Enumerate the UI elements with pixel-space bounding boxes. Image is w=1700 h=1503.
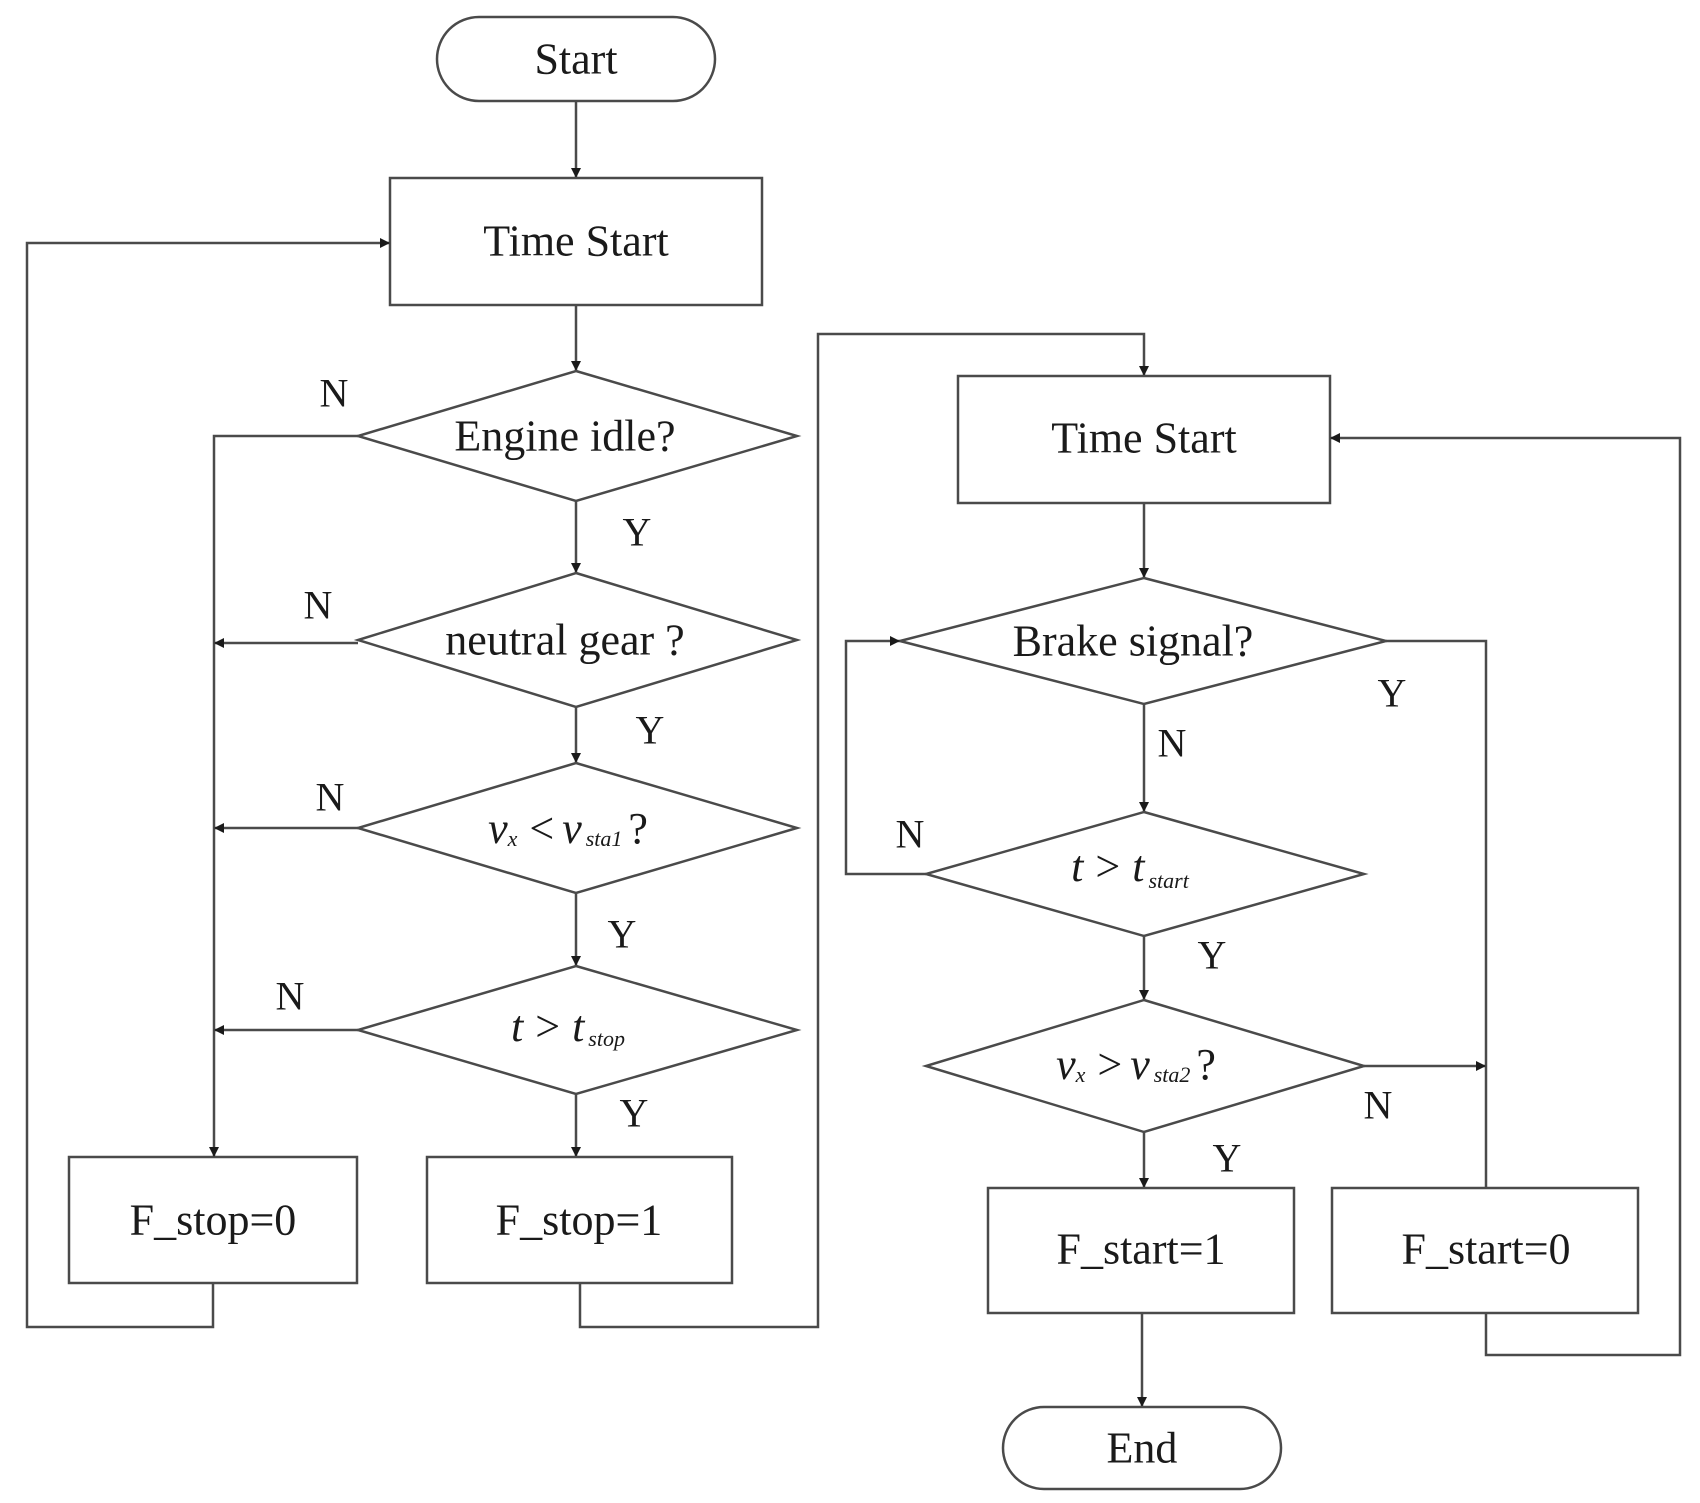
tstop-op: >	[535, 1002, 560, 1051]
vx-gt-v2: v	[1130, 1040, 1150, 1089]
connector-tstart-no	[844, 636, 926, 876]
vx-lt-sub: sta1	[586, 826, 623, 851]
engine-idle-label: Engine idle?	[454, 412, 675, 461]
f-start-0-box	[1330, 1186, 1640, 1315]
vx-lt-v2: v	[562, 804, 582, 853]
vx-lt-op: <	[529, 804, 554, 853]
f-start-1-box	[986, 1186, 1296, 1315]
tstop-t2: t	[572, 1002, 586, 1051]
t-gt-tstart-decision	[921, 810, 1369, 938]
connector-fstart0-loop	[1330, 433, 1682, 1357]
f-stop-1-box	[425, 1155, 734, 1285]
tstart-yes-label: Y	[1198, 933, 1227, 978]
engine-no-label: N	[320, 371, 349, 416]
tstart-no-label: N	[896, 812, 925, 857]
vx-lt-q: ?	[628, 804, 648, 853]
neutral-gear-label: neutral gear ?	[445, 616, 684, 665]
tstart-t2: t	[1132, 842, 1146, 891]
vxlt-no-label: N	[316, 775, 345, 820]
f-stop-1-label: F_stop=1	[496, 1196, 663, 1245]
connector-brake-yes	[1386, 639, 1488, 1188]
start-label: Start	[534, 35, 617, 84]
connector-engine-no	[209, 434, 358, 1157]
connector-fstop1-to-right	[578, 332, 1149, 1329]
vx-lt-x: x	[507, 826, 518, 851]
vx-lt-v: v	[488, 804, 508, 853]
end-label: End	[1107, 1424, 1178, 1473]
vx-gt-v: v	[1056, 1040, 1076, 1089]
brake-signal-label: Brake signal?	[1013, 617, 1254, 666]
brake-yes-label: Y	[1378, 671, 1407, 716]
connector-fstop0-loop	[25, 238, 390, 1329]
brake-no-label: N	[1158, 721, 1187, 766]
f-stop-0-label: F_stop=0	[130, 1196, 297, 1245]
vx-gt-op: >	[1097, 1040, 1122, 1089]
f-start-1-label: F_start=1	[1056, 1225, 1225, 1274]
vx-gt-sub: sta2	[1154, 1062, 1191, 1087]
tstop-t: t	[511, 1002, 525, 1051]
engine-yes-label: Y	[623, 510, 652, 555]
time-start-right-label: Time Start	[1051, 414, 1236, 463]
vxlt-yes-label: Y	[608, 912, 637, 957]
vxgt-no-label: N	[1364, 1083, 1393, 1128]
tstart-op: >	[1095, 842, 1120, 891]
tstop-sub: stop	[588, 1026, 625, 1051]
time-start-left-label: Time Start	[483, 217, 668, 266]
neutral-no-label: N	[304, 583, 333, 628]
neutral-yes-label: Y	[636, 708, 665, 753]
tstop-no-label: N	[276, 974, 305, 1019]
vx-gt-x: x	[1075, 1062, 1086, 1087]
f-start-0-label: F_start=0	[1401, 1225, 1570, 1274]
tstop-yes-label: Y	[620, 1091, 649, 1136]
tstart-t: t	[1071, 842, 1085, 891]
time-start-left-box	[388, 176, 764, 307]
end-terminal	[1001, 1405, 1283, 1491]
tstart-sub: start	[1148, 868, 1189, 893]
vxgt-yes-label: Y	[1213, 1136, 1242, 1181]
vx-gt-q: ?	[1196, 1040, 1216, 1089]
